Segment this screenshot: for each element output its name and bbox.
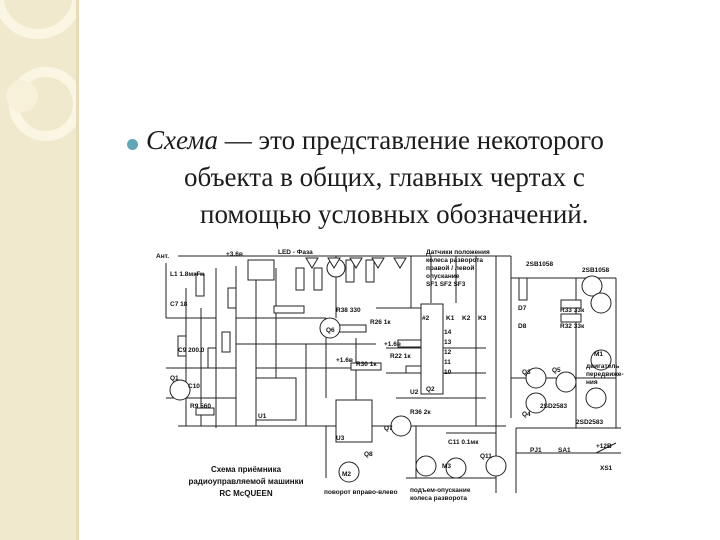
schematic-leds (305, 257, 407, 269)
label-q8: Q8 (364, 451, 373, 458)
label-c9: C9 200.0 (178, 347, 205, 354)
label-v3-6: +3.6в (226, 251, 243, 258)
label-2sd2583b: 2SD2583 (576, 419, 603, 426)
left-decorative-rule (76, 0, 79, 540)
label-ant: Ант. (156, 253, 169, 260)
label-plus12: +12В (596, 443, 612, 450)
label-m2: M2 (342, 471, 351, 478)
label-q6: Q6 (326, 327, 335, 334)
bullet-term: Схема (146, 125, 219, 155)
label-r26: R26 1к (370, 319, 391, 326)
label-pin-1: K1 (446, 315, 455, 322)
label-u1: U1 (258, 413, 267, 420)
bullet-line-3: помощью условных обозначений. (200, 199, 589, 229)
label-q11: Q11 (480, 453, 492, 460)
label-m1-caption-0: двигатель (586, 363, 619, 370)
label-pin-2: K2 (462, 315, 471, 322)
label-r30: R30 1к (356, 361, 377, 368)
label-pin-7: 11 (444, 359, 451, 366)
label-sensors-4: SF1 SF2 SF3 (426, 281, 466, 288)
label-d8: D8 (518, 323, 527, 330)
label-pin-5: 13 (444, 339, 452, 346)
label-c10: C10 (188, 383, 200, 390)
bullet-line-2: объекта в общих, главных чертах с (184, 162, 585, 192)
label-led-phase: LED - Фаза (278, 249, 313, 256)
label-r33: R33 33к (560, 307, 585, 314)
label-r32: R32 33к (560, 323, 585, 330)
label-r36: R36 2к (410, 409, 431, 416)
label-r9: R9 560 (190, 403, 211, 410)
schematic-components (177, 259, 582, 443)
label-pj1: PJ1 (530, 447, 542, 454)
label-m3-caption-1: колеса разворота (410, 495, 467, 502)
label-m1: M1 (594, 351, 603, 358)
bullet-line-1-rest: — это представление некоторого (218, 125, 604, 155)
label-sensors-0: Датчики положения (426, 249, 490, 256)
label-q3: Q3 (522, 369, 531, 376)
label-c11: C11 0.1мк (448, 439, 479, 446)
label-sa1: SA1 (558, 447, 571, 454)
schematic-caption-2: RC McQUEEN (219, 489, 273, 498)
label-v1-6: +1.6в (384, 341, 401, 348)
label-sensors-2: правой / левой (426, 264, 474, 272)
label-xs1: XS1 (600, 465, 613, 472)
label-m3-caption-0: подъем-опускание (410, 487, 471, 494)
schematic-caption-0: Схема приёмника (211, 465, 282, 474)
label-pin-3: K3 (478, 315, 487, 322)
label-2sb1058: 2SB1058 (526, 261, 553, 268)
label-m1-caption-1: передвиже- (586, 371, 624, 378)
decorative-rings (0, 0, 76, 141)
label-sensors-1: колеса разворота (426, 257, 483, 264)
label-m2-caption: поворот вправо-влево (324, 489, 398, 496)
bullet-icon (127, 139, 138, 150)
label-r22: R22 1к (390, 353, 411, 360)
label-u2: U2 (410, 389, 419, 396)
label-pin-0: #2 (422, 315, 430, 322)
label-q5: Q5 (552, 367, 561, 374)
label-u3: U3 (336, 435, 345, 442)
bullet-line-1: Схема — это представление некоторого (146, 122, 604, 159)
schematic-caption-1: радиоуправляемой машинки (188, 477, 303, 486)
label-q2: Q2 (426, 386, 435, 393)
label-d7: D7 (518, 305, 527, 312)
label-2sd2583: 2SD2583 (540, 403, 567, 410)
label-pin-4: 14 (444, 329, 452, 336)
label-r38: R38 330 (336, 307, 361, 314)
label-sensors-3: опускание (426, 273, 460, 280)
label-m3: M3 (442, 463, 451, 470)
label-q1: Q1 (170, 375, 179, 382)
label-pin-6: 12 (444, 349, 452, 356)
label-c7: C7 18 (170, 301, 188, 308)
schematic-transistors (169, 258, 612, 483)
label-q7: Q7 (384, 425, 393, 432)
label-2sb1058b: 2SB1058 (582, 267, 609, 274)
label-m1-caption-2: ния (586, 379, 598, 386)
circuit-schematic: Ант. +3.6в LED - Фаза L1 1.8мкГн C7 18 R… (156, 248, 626, 506)
label-pin-8: 10 (444, 369, 452, 376)
label-q4: Q4 (522, 411, 531, 418)
label-v1-6b: +1.6в (336, 357, 353, 364)
label-l1: L1 1.8мкГн (170, 271, 204, 278)
